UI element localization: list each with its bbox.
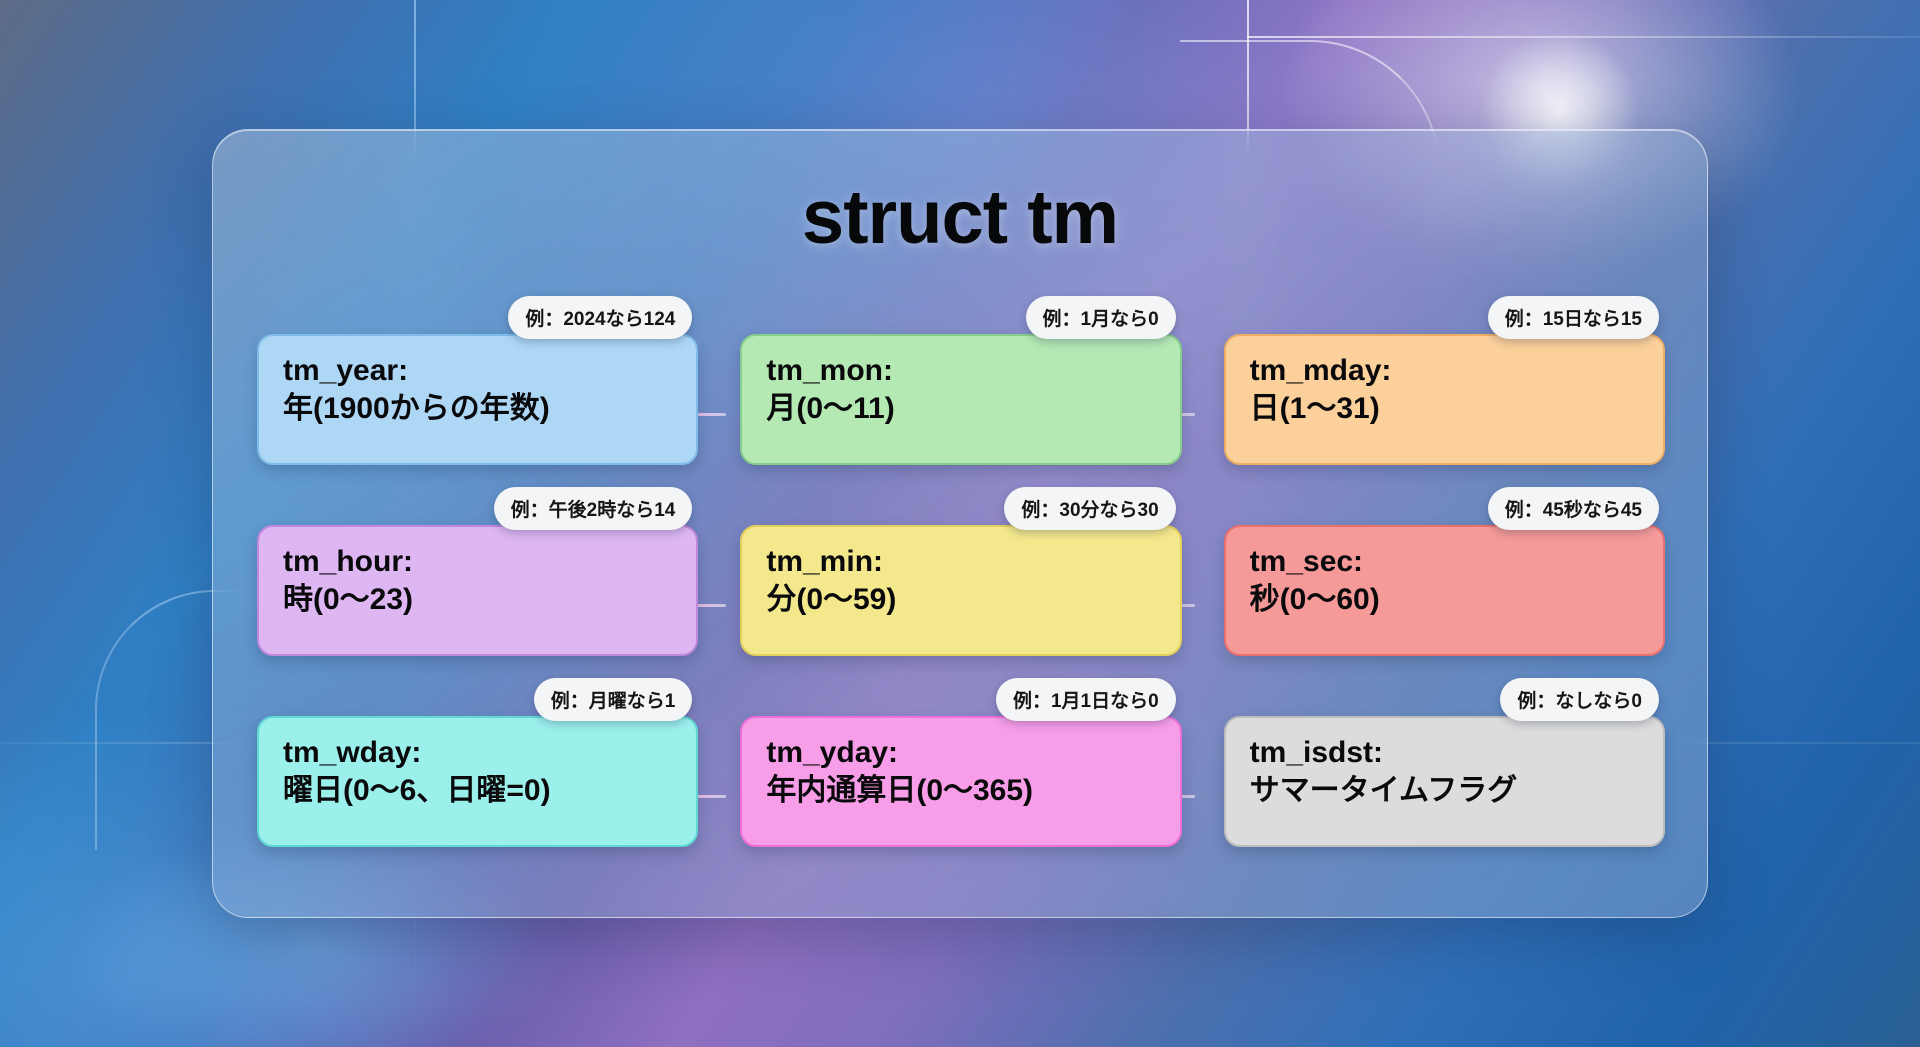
card-tm-hour[interactable]: tm_hour: 時(0〜23) (257, 525, 699, 656)
card-title-tm-mday: tm_mday: (1249, 354, 1392, 387)
card-desc-tm-min: 分(0〜59) (766, 583, 897, 617)
card-tm-min[interactable]: tm_min: 分(0〜59) (740, 525, 1182, 656)
card-tm-yday[interactable]: tm_yday: 年内通算日(0〜365) (740, 716, 1182, 847)
card-desc-tm-isdst: サマータイムフラグ (1249, 774, 1518, 808)
struct-field-grid: 例：2024なら124 tm_year: 年(1900からの年数) 例：1月なら… (257, 296, 1665, 847)
page-title: struct tm (801, 175, 1119, 260)
badge-tm-isdst: 例：なしなら0 (1500, 678, 1659, 721)
card-cell-tm-mday: 例：15日なら15 tm_mday: 日(1〜31) (1223, 296, 1665, 465)
card-desc-tm-mday: 日(1〜31) (1249, 392, 1380, 426)
card-title-tm-min: tm_min: (766, 545, 884, 578)
badge-tm-sec: 例：45秒なら45 (1487, 487, 1659, 530)
card-desc-tm-yday: 年内通算日(0〜365) (766, 774, 1034, 808)
connector-row2-col1-col2 (682, 604, 726, 607)
card-desc-tm-wday: 曜日(0〜6、日曜=0) (283, 774, 551, 808)
card-cell-tm-sec: 例：45秒なら45 tm_sec: 秒(0〜60) (1223, 487, 1665, 656)
badge-tm-mon: 例：1月なら0 (1025, 296, 1176, 339)
badge-tm-yday: 例：1月1日なら0 (995, 678, 1176, 721)
card-title-tm-yday: tm_yday: (766, 736, 899, 769)
card-desc-tm-hour: 時(0〜23) (283, 583, 414, 617)
card-tm-year[interactable]: tm_year: 年(1900からの年数) (257, 334, 699, 465)
badge-tm-min: 例：30分なら30 (1004, 487, 1176, 530)
badge-tm-mday: 例：15日なら15 (1487, 296, 1659, 339)
card-title-tm-isdst: tm_isdst: (1249, 736, 1384, 769)
connector-row1-col1-col2 (682, 413, 726, 416)
card-desc-tm-mon: 月(0〜11) (766, 392, 895, 426)
badge-tm-wday: 例：月曜なら1 (533, 678, 693, 721)
card-title-tm-mon: tm_mon: (766, 354, 893, 387)
card-title-tm-hour: tm_hour: (283, 545, 413, 578)
card-cell-tm-isdst: 例：なしなら0 tm_isdst: サマータイムフラグ (1223, 678, 1665, 847)
card-title-tm-sec: tm_sec: (1249, 545, 1364, 578)
card-cell-tm-mon: 例：1月なら0 tm_mon: 月(0〜11) (740, 296, 1182, 465)
wallpaper-arc-bottom-left (95, 590, 315, 850)
card-cell-tm-hour: 例：午後2時なら14 tm_hour: 時(0〜23) (257, 487, 699, 656)
card-desc-tm-year: 年(1900からの年数) (283, 392, 550, 426)
card-cell-tm-year: 例：2024なら124 tm_year: 年(1900からの年数) (257, 296, 699, 465)
badge-tm-hour: 例：午後2時なら14 (493, 487, 693, 530)
card-cell-tm-wday: 例：月曜なら1 tm_wday: 曜日(0〜6、日曜=0) (257, 678, 699, 847)
card-title-tm-wday: tm_wday: (283, 736, 422, 769)
card-tm-mon[interactable]: tm_mon: 月(0〜11) (740, 334, 1182, 465)
card-tm-wday[interactable]: tm_wday: 曜日(0〜6、日曜=0) (257, 716, 699, 847)
card-desc-tm-sec: 秒(0〜60) (1249, 583, 1380, 617)
glass-panel: struct tm 例：2024なら124 tm_year: 年(1900からの… (212, 129, 1708, 918)
card-tm-mday[interactable]: tm_mday: 日(1〜31) (1223, 334, 1665, 465)
card-tm-isdst[interactable]: tm_isdst: サマータイムフラグ (1223, 716, 1665, 847)
connector-row3-col1-col2 (682, 795, 726, 798)
card-cell-tm-yday: 例：1月1日なら0 tm_yday: 年内通算日(0〜365) (740, 678, 1182, 847)
card-title-tm-year: tm_year: (283, 354, 409, 387)
badge-tm-year: 例：2024なら124 (508, 296, 693, 339)
card-cell-tm-min: 例：30分なら30 tm_min: 分(0〜59) (740, 487, 1182, 656)
card-tm-sec[interactable]: tm_sec: 秒(0〜60) (1223, 525, 1665, 656)
